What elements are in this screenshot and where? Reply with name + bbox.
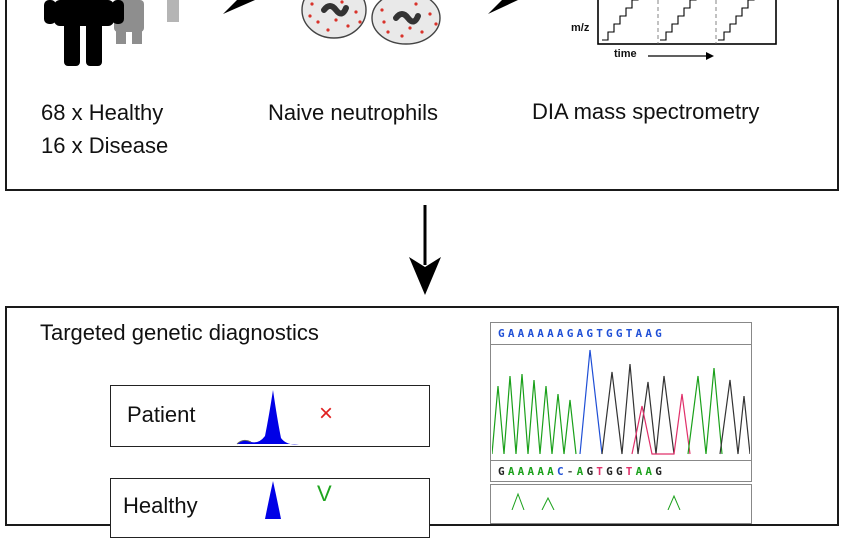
healthy-row: Healthy V [110,478,430,538]
down-arrow-icon [409,205,441,295]
cohort-healthy-label: 68 x Healthy [41,100,164,125]
sequence-chromatogram [490,322,752,482]
cohort-disease-label: 16 x Disease [41,133,169,158]
healthy-label: Healthy [123,493,198,518]
chromatogram-traces [492,349,750,455]
ms-y-axis-label: m/z [571,22,590,34]
patient-row: Patient × [110,385,430,447]
people-icon [44,0,179,66]
ms-label: DIA mass spectrometry [532,99,760,124]
neutrophil-cells-icon [301,0,441,45]
neutrophils-label: Naive neutrophils [268,100,438,125]
patient-label: Patient [127,402,196,427]
sequence-reference: GAAAAAAGAGTGGTAAG [498,327,665,340]
ms-x-axis-label: time [614,48,637,60]
second-chromatogram-traces [511,492,681,510]
sequence-sample: GAAAAAC-AGTGGTAAG [498,465,666,478]
check-icon: V [317,481,332,506]
patient-peak [236,390,299,445]
cross-icon: × [319,400,334,427]
chromatogram-bottom-bar [490,460,752,483]
dia-ms-plot [597,0,777,60]
chromatogram-top-bar [490,322,752,345]
arrow-icon [488,0,518,14]
healthy-peak [265,481,281,519]
arrow-icon [223,0,255,14]
diagnostics-title: Targeted genetic diagnostics [40,320,319,345]
